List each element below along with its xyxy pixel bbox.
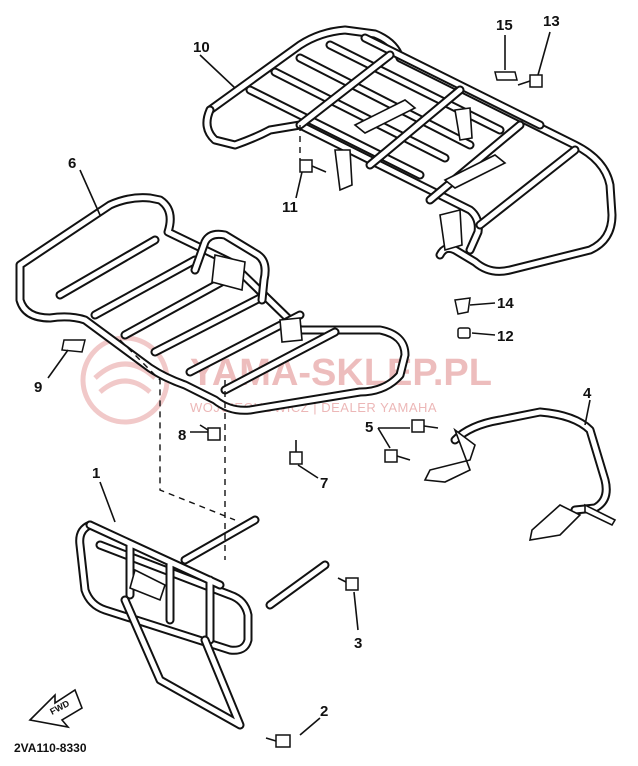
bolt-3: [337, 577, 359, 591]
part-label-7: 7: [320, 475, 328, 492]
part-label-6: 6: [68, 155, 76, 172]
bolt-2: [265, 734, 291, 748]
watermark: YAMA-SKLEP.PL WOJCIECHOWICZ | DEALER YAM…: [80, 335, 492, 425]
bolt-5b: [384, 449, 411, 463]
part-labels: 1 2 3 4 5 6 7 8 9 10 11 12 13 14 15: [34, 13, 592, 720]
part-label-11: 11: [282, 199, 298, 216]
front-bumper: [75, 515, 330, 730]
part-label-8: 8: [178, 427, 186, 444]
clip-14: [454, 297, 471, 315]
part-label-15: 15: [496, 17, 513, 34]
part-label-13: 13: [543, 13, 560, 30]
front-carrier: [15, 193, 410, 415]
rear-carrier: [202, 25, 617, 276]
bolt-13: [517, 74, 543, 88]
part-label-14: 14: [497, 295, 514, 312]
nut-12: [457, 327, 471, 339]
label-15: [494, 71, 518, 81]
fasteners: [61, 71, 543, 748]
assembly-lines: [119, 125, 301, 560]
part-label-5: 5: [365, 419, 373, 436]
part-label-2: 2: [320, 703, 328, 720]
part-label-3: 3: [354, 635, 362, 652]
bolt-5a: [411, 419, 439, 433]
part-label-10: 10: [193, 39, 210, 56]
label-9: [61, 339, 86, 353]
diagram-code: 2VA110-8330: [14, 741, 87, 755]
part-label-1: 1: [92, 465, 100, 482]
bolt-7: [289, 440, 303, 465]
part-label-12: 12: [497, 328, 514, 345]
watermark-logo-mark: [93, 361, 157, 394]
rear-stay: [423, 407, 617, 541]
bolt-11: [299, 159, 327, 173]
part-label-9: 9: [34, 379, 42, 396]
part-label-4: 4: [583, 385, 592, 402]
bolt-8: [199, 424, 221, 441]
leader-lines: [47, 31, 591, 736]
fwd-arrow: FWD: [28, 688, 83, 729]
